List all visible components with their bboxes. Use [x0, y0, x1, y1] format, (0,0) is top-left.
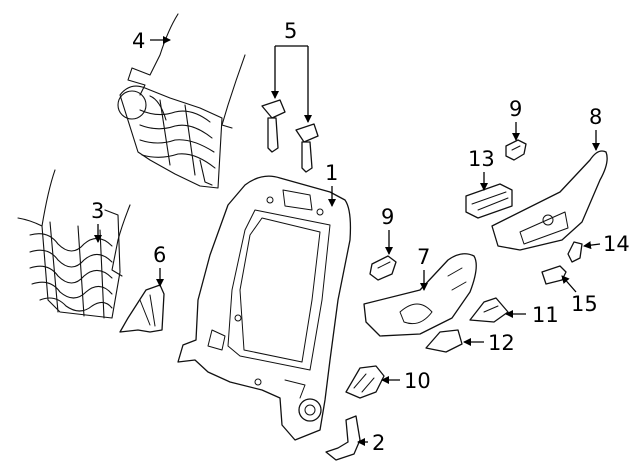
part-10-bracket — [345, 365, 385, 399]
callout-13: 13 — [468, 147, 495, 171]
part-12-trim-strip — [425, 329, 463, 353]
part-9-clip-upper — [505, 139, 527, 161]
callout-3: 3 — [91, 199, 104, 223]
part-5-headrest-guides — [261, 99, 319, 173]
callout-10: 10 — [404, 369, 431, 393]
part-6-trim-cover — [119, 284, 165, 333]
callout-4: 4 — [132, 29, 145, 53]
part-14-knob — [567, 241, 583, 263]
part-15-handle — [541, 265, 567, 285]
part-7-side-cover — [363, 253, 477, 337]
part-2-hook-bracket — [325, 415, 361, 461]
callout-5: 5 — [284, 19, 297, 43]
part-1-seat-back-frame — [177, 175, 352, 441]
callout-15: 15 — [571, 292, 598, 316]
callout-9-lower: 9 — [381, 205, 394, 229]
callout-1: 1 — [325, 161, 338, 185]
part-13-switch-module — [465, 183, 513, 219]
callout-8: 8 — [589, 105, 602, 129]
callout-6: 6 — [153, 243, 166, 267]
callout-7: 7 — [417, 245, 430, 269]
callout-14: 14 — [603, 232, 630, 256]
part-3-lower-spring-mat — [17, 169, 131, 319]
callout-2: 2 — [372, 431, 385, 455]
part-9-clip-lower — [369, 255, 397, 281]
part-8-side-shield — [491, 150, 608, 251]
callout-9-upper: 9 — [509, 97, 522, 121]
callout-11: 11 — [532, 303, 559, 327]
part-4-upper-spring-frame — [117, 13, 246, 189]
callout-leaders — [94, 36, 601, 446]
part-11-bracket-cover — [469, 297, 509, 323]
callout-12: 12 — [488, 331, 515, 355]
callout-labels: 4 5 1 3 6 9 7 9 13 8 14 15 11 12 10 2 — [91, 19, 630, 455]
